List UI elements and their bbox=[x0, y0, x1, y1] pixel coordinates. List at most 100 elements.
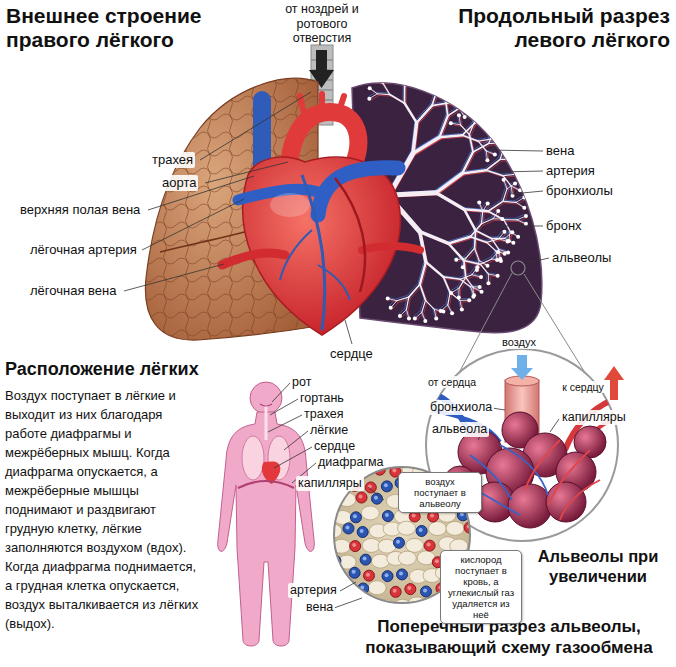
blood-cell-core bbox=[435, 559, 439, 563]
vein-branch bbox=[473, 105, 481, 110]
bronchus-branch bbox=[426, 300, 435, 309]
artery-branch bbox=[435, 70, 439, 79]
bronchus-branch bbox=[397, 66, 398, 75]
bronchus-branch bbox=[417, 106, 432, 123]
artery-branch bbox=[503, 145, 512, 150]
part-label: вена bbox=[304, 600, 335, 615]
artery-branch bbox=[449, 76, 454, 84]
alveolus-dot bbox=[408, 64, 412, 68]
bronchus-branch bbox=[460, 125, 469, 135]
bronchus-branch bbox=[475, 121, 487, 123]
alveolus-dot bbox=[497, 140, 501, 144]
artery-branch bbox=[518, 169, 525, 176]
alveolus-dot bbox=[480, 115, 484, 119]
bronchus-branch bbox=[469, 135, 473, 152]
artery-branch bbox=[489, 123, 498, 127]
alveolus-dot bbox=[461, 265, 465, 269]
air-space bbox=[406, 538, 424, 552]
bronchus-branch bbox=[448, 81, 457, 83]
bronchus-branch bbox=[383, 75, 385, 84]
vein-branch bbox=[432, 76, 436, 88]
artery-branch bbox=[449, 83, 458, 85]
blood-cell bbox=[424, 540, 435, 551]
alveolus-dot bbox=[502, 230, 506, 234]
bronchus-branch bbox=[420, 262, 426, 284]
bronchus-branch bbox=[413, 137, 440, 153]
alveolus-dot bbox=[506, 239, 510, 243]
part-label: артерия bbox=[546, 163, 595, 179]
alveolus-dot bbox=[471, 111, 475, 115]
alveolus-dot bbox=[503, 252, 507, 256]
blood-cell-core bbox=[384, 483, 388, 487]
alveolus-dot bbox=[441, 310, 445, 314]
bronchus-branch bbox=[473, 143, 489, 152]
artery-branch bbox=[503, 139, 511, 144]
part-label: бронх bbox=[546, 218, 582, 234]
blood-cell bbox=[367, 601, 378, 612]
blood-cell-core bbox=[360, 529, 364, 533]
alveolus-dot bbox=[407, 316, 411, 320]
alveolus-dot bbox=[425, 69, 429, 73]
blood-cell bbox=[341, 582, 352, 593]
vein-branch bbox=[507, 230, 508, 240]
bronchus-branch bbox=[439, 88, 446, 99]
alveolus-dot bbox=[500, 217, 504, 221]
bronchus-branch bbox=[398, 76, 405, 86]
vein-branch bbox=[432, 67, 436, 76]
blood-cell bbox=[350, 512, 361, 523]
alveolus-sphere bbox=[508, 484, 552, 528]
alveolus-dot bbox=[457, 295, 461, 299]
air-space bbox=[362, 538, 380, 552]
artery-branch bbox=[384, 76, 386, 85]
alveolus-dot bbox=[435, 67, 439, 71]
vein-branch bbox=[415, 104, 430, 121]
blood-cell-core bbox=[352, 570, 356, 574]
bronchus-branch bbox=[478, 139, 490, 141]
alveolus-dot bbox=[518, 188, 522, 192]
bronchus-branch bbox=[426, 262, 444, 277]
bronchus-branch bbox=[397, 297, 409, 301]
bronchus-branch bbox=[503, 189, 507, 202]
artery-branch bbox=[476, 103, 484, 108]
callout-text: кислород поступает в кровь, а углекислый… bbox=[445, 554, 517, 620]
blood-cell-core bbox=[332, 558, 336, 562]
bronchus-branch bbox=[443, 277, 450, 293]
bronchus-branch bbox=[491, 139, 500, 142]
alveolus-dot bbox=[481, 109, 485, 113]
blood-cell-core bbox=[412, 513, 416, 517]
artery-branch bbox=[505, 221, 518, 222]
bronchus-branch bbox=[448, 74, 453, 82]
bronchus-branch bbox=[502, 143, 511, 148]
alveolus-sphere bbox=[546, 482, 586, 522]
vein-branch bbox=[502, 138, 508, 145]
bronchus-branch bbox=[458, 85, 460, 94]
vein-branch bbox=[514, 201, 522, 206]
part-label: лёгкие bbox=[310, 423, 348, 438]
bronchus-branch bbox=[466, 88, 473, 94]
bronchus-branch bbox=[500, 159, 513, 160]
bronchus-branch bbox=[422, 300, 426, 312]
alveolus-dot bbox=[368, 86, 372, 90]
artery-branch bbox=[449, 80, 452, 89]
part-label: лёгочная вена bbox=[28, 283, 118, 299]
alveolus-dot bbox=[496, 132, 500, 136]
alveolus-dot bbox=[436, 77, 440, 81]
alveolus-dot bbox=[463, 83, 467, 87]
vein-branch bbox=[499, 136, 503, 145]
bronchus-branch bbox=[460, 279, 470, 287]
blood-cell-core bbox=[449, 465, 453, 469]
alveolus-dot bbox=[486, 281, 490, 285]
artery-branch bbox=[452, 83, 459, 89]
bronchus-branch bbox=[470, 224, 481, 237]
artery-branch bbox=[406, 88, 407, 105]
bronchus-branch bbox=[470, 237, 486, 243]
bronchus-branch bbox=[446, 99, 448, 116]
vein-branch bbox=[512, 158, 520, 163]
alveolus-dot bbox=[523, 176, 527, 180]
artery-branch bbox=[518, 204, 526, 209]
alveolus-dot bbox=[520, 162, 524, 166]
bronchus-branch bbox=[436, 193, 464, 209]
vein-branch bbox=[460, 104, 473, 105]
vein-branch bbox=[492, 124, 500, 129]
